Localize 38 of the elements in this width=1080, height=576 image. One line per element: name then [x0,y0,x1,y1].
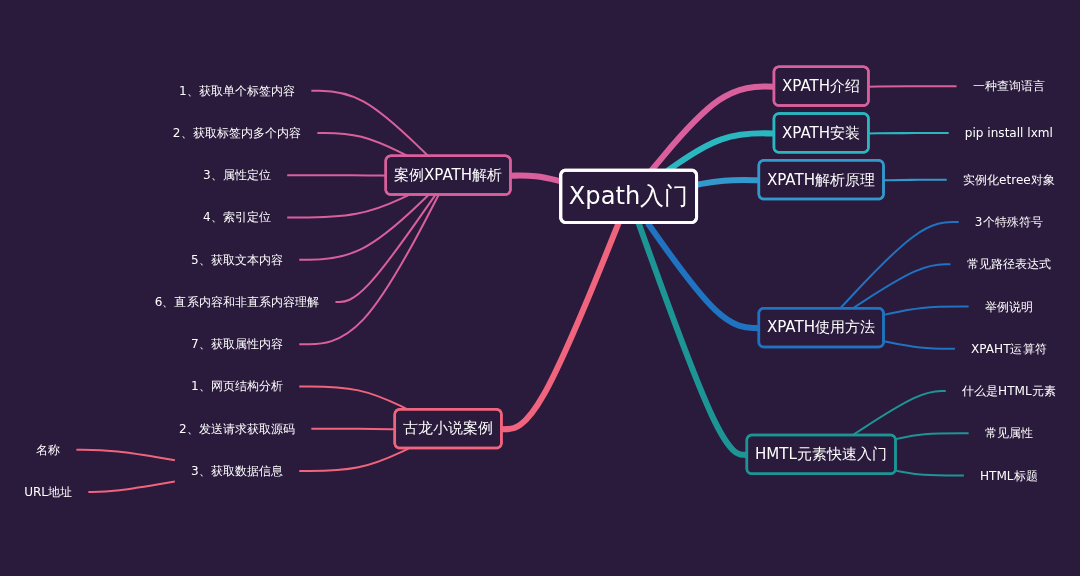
connector [299,194,440,346]
node-text: 3个特殊符号 [974,214,1043,230]
connector [883,340,955,350]
connector [868,85,957,88]
node-text: 常见路径表达式 [966,257,1052,272]
connector [884,178,947,182]
node-text: 3、获取数据信息 [190,463,284,479]
node-text: 2、发送请求获取源码 [178,421,296,436]
connector [287,194,409,219]
node-text: 一种查询语言 [972,79,1046,94]
connector [645,221,760,332]
connector [895,469,964,477]
node-text: HTML标题 [979,468,1038,483]
node-text: 名称 [36,442,61,457]
node-text: 3、属性定位 [203,168,272,183]
connector [299,194,430,261]
node-text: 7、获取属性内容 [190,337,284,352]
connector [88,480,176,494]
node-text: 常见属性 [984,426,1034,441]
node-text: 4、索引定位 [203,210,272,225]
node-text: 1、获取单个标签内容 [178,83,296,98]
node-text: pip install lxml [964,125,1053,140]
connector [696,177,760,188]
node-text: URL地址 [24,485,73,500]
node-text: 实例化etree对象 [962,172,1055,187]
connector [510,172,562,185]
node-text: 举例说明 [984,299,1034,314]
node-text: 6、直系内容和非直系内容理解 [154,294,320,309]
connector [76,448,176,462]
node-text: 5、获取文本内容 [190,252,284,267]
connector [335,194,437,303]
node-text: XPAHT运算符 [971,341,1047,356]
node-text: 1、网页结构分析 [190,379,284,394]
connector [868,131,949,135]
connector [895,432,969,441]
connector [883,305,969,316]
node-text: 2、获取标签内多个内容 [172,125,302,140]
node-text: 什么是HTML元素 [961,383,1056,399]
